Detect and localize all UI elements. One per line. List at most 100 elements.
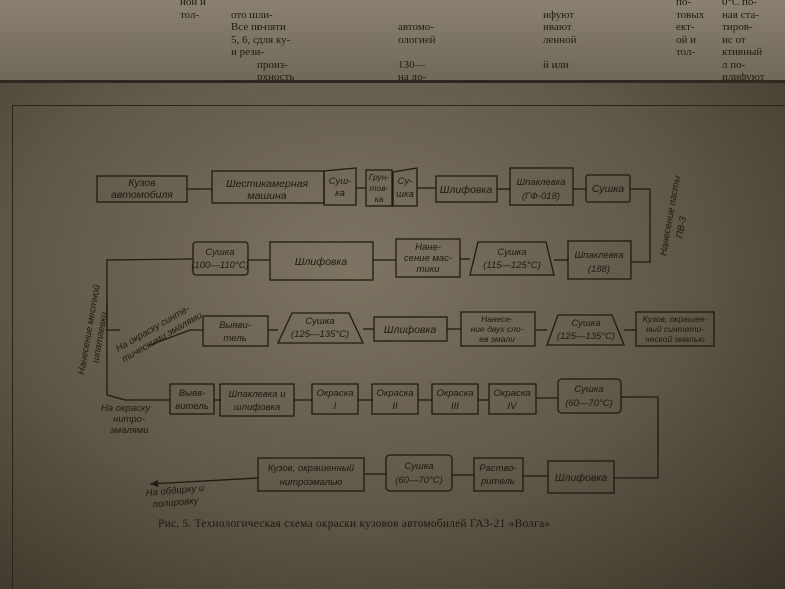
node-label: ев эмали [479,334,515,344]
node-vyavitel-2: Выяв- витель [169,383,215,415]
svg-text:Нанесение пасты: Нанесение пасты [658,175,683,257]
node-label: Кузов [128,177,156,189]
node-label: (60—70°С) [395,475,443,486]
text-line: тол- [676,46,696,58]
node-shpaklevka-gf: Шпаклевка (ГФ-018) [509,167,574,206]
node-kuzov: Кузов автомобиля [96,175,188,203]
node-label: Шлифовка [440,184,493,196]
node-label: Нане- [415,242,441,253]
node-label: нитроэмалью [280,477,343,488]
label-na-okrasku-nitro: На окраску нитро- эмалями [101,403,151,436]
node-shestikamernaya: Шестикамерная машина [211,170,325,204]
node-label: тов- [370,183,389,193]
node-sushka-60b: Сушка (60—70°С) [385,454,453,492]
text-line: тиров- [722,21,753,33]
node-label: ние двух сло- [471,324,524,334]
text-line: на до- [398,71,427,82]
node-label: Кузов, окрашенный [268,463,355,474]
node-kuzov-sint: Кузов, окрашен- ный синтети- ческой эмал… [635,311,715,347]
node-shlifovka-2: Шлифовка [269,241,374,281]
node-sushka-c: Сушка [585,174,631,203]
text-line: и рези- [231,46,265,58]
node-shlifovka-1: Шлифовка [435,175,498,203]
node-okraska-1: Окраска I [311,383,359,415]
text-line: ктивный [722,46,763,58]
text-line: илифуют [722,71,765,82]
node-sushka-100: Сушка (100—110°С) [191,241,249,276]
node-sushka-60a: Сушка (60—70°С) [557,378,622,414]
text-line: ная ста- [722,8,759,21]
figure-caption: Рис. 5. Технологическая схема окраски ку… [158,518,551,530]
node-label: Сушка [404,461,433,472]
node-label: ритель [480,476,515,487]
svg-text:нитро-: нитро- [113,414,145,425]
node-label: III [451,401,459,412]
node-label: ный синтети- [646,324,704,334]
node-label: Суш- [329,176,352,187]
text-line: для ку- [257,33,291,46]
node-label: Сушка [571,318,600,329]
node-shlifovka-3: Шлифовка [373,316,448,342]
node-label: Шпаклевка [516,177,565,188]
node-label: Сушка [592,183,624,195]
text-line: по- [676,0,692,8]
text-line: ект- [676,21,695,33]
node-sushka-125a: Сушка (125—135°С) [276,312,365,344]
text-line: й или [543,58,569,71]
node-label: Окраска [437,388,474,399]
node-label: Сушка [574,384,603,395]
text-line: рхность [257,71,295,82]
connector [106,394,170,401]
text-line: Все по- [231,21,267,33]
node-label: Шпаклевка и [228,389,286,400]
node-label: (115—125°С) [483,260,540,271]
label-na-obdirku: На обдирку и полировку [145,483,205,511]
svg-text:На обдирку и: На обдирку и [145,483,205,499]
exit-arrow [149,477,259,488]
node-label: тель [223,333,246,344]
node-sushka-b: Су- шка [392,167,418,207]
node-label: Выяв- [179,388,206,399]
node-label: Грун- [369,172,390,182]
text-line: л по- [722,58,746,71]
node-label: Шестикамерная [226,178,309,190]
text-line: произ- [257,58,288,71]
node-label: Шлифовка [555,472,608,484]
node-label: Кузов, окрашен- [643,314,708,324]
text-line: ис от [722,33,746,46]
node-label: Окраска [317,388,354,399]
node-label: тики [417,264,441,275]
node-label: Выяви- [219,320,251,331]
text-line: автомо- [398,21,434,33]
text-line: ленной [543,33,577,46]
node-label: II [392,401,398,412]
text-line: 130— [398,58,426,71]
connector [106,258,194,331]
node-label: Су- [398,176,413,187]
node-label: шлифовка [234,402,281,413]
text-line: 5, 6, с [231,33,258,46]
node-label: сение мас- [404,253,452,264]
node-okraska-2: Окраска II [371,383,419,415]
node-label: Раство- [479,463,516,474]
page-edge [0,80,785,83]
svg-text:эмалями: эмалями [110,425,149,436]
node-label: Сушка [497,247,526,258]
node-vyavitel-1: Выяви- тель [202,315,269,347]
node-label: витель [175,401,208,412]
node-label: (60—70°С) [565,398,613,409]
node-label: IV [508,401,519,412]
node-nanesenie-dvuh: Нанесе- ние двух сло- ев эмали [460,311,536,347]
node-gruntovka: Грун- тов- ка [365,169,393,207]
node-label: I [334,401,337,412]
node-label: (188) [588,264,610,275]
node-label: Нанесе- [481,314,513,324]
text-line: ой и [676,33,697,46]
node-sushka-125b: Сушка (125—135°С) [546,314,625,346]
